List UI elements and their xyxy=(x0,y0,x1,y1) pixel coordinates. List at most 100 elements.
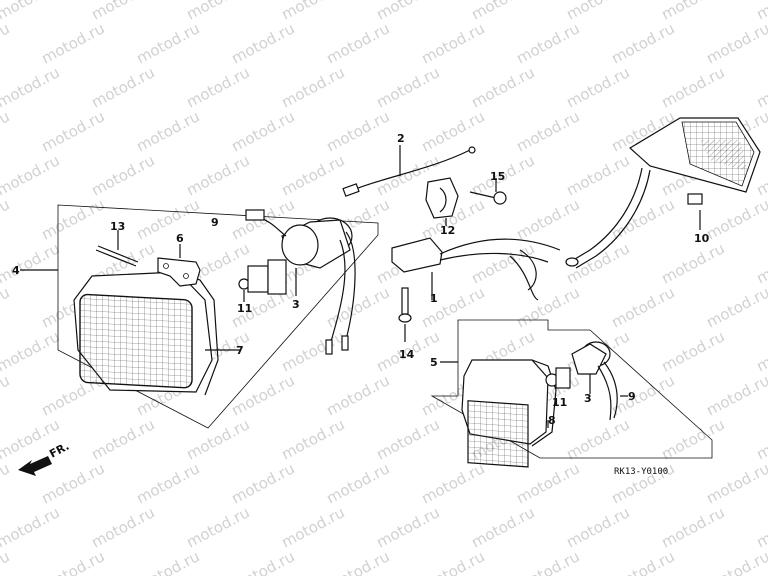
watermark-text: motod.ru xyxy=(278,63,347,111)
watermark-text: motod.ru xyxy=(703,371,768,419)
watermark-text: motod.ru xyxy=(513,107,582,155)
cable-drawing xyxy=(342,145,476,197)
watermark-text: motod.ru xyxy=(418,107,487,155)
watermark-text: motod.ru xyxy=(608,195,677,243)
watermark-text: motod.ru xyxy=(658,327,727,375)
watermark-text: motod.ru xyxy=(418,547,487,576)
clamp-drawing xyxy=(425,177,459,226)
watermark-text: motod.ru xyxy=(228,459,297,507)
watermark-text: motod.ru xyxy=(133,19,202,67)
watermark-text: motod.ru xyxy=(323,283,392,331)
watermark-text: motod.ru xyxy=(0,239,63,287)
watermark-text: motod.ru xyxy=(88,503,157,551)
watermark-text: motod.ru xyxy=(0,151,63,199)
callout-11a: 11 xyxy=(237,302,252,315)
bracket-drawing xyxy=(157,244,201,287)
watermark-text: motod.ru xyxy=(183,503,252,551)
watermark-text: motod.ru xyxy=(0,63,63,111)
watermark-text: motod.ru xyxy=(0,503,63,551)
front-direction-arrow xyxy=(18,456,52,476)
watermark-text: motod.ru xyxy=(418,459,487,507)
watermark-text: motod.ru xyxy=(323,459,392,507)
watermark-text: motod.ru xyxy=(753,415,768,463)
watermark-text: motod.ru xyxy=(0,0,63,24)
watermark-text: motod.ru xyxy=(0,459,13,507)
watermark-text: motod.ru xyxy=(228,371,297,419)
callout-10: 10 xyxy=(694,232,710,245)
callout-12: 12 xyxy=(440,224,455,237)
watermark-text: motod.ru xyxy=(38,547,107,576)
watermark-text: motod.ru xyxy=(703,195,768,243)
watermark-text: motod.ru xyxy=(468,63,537,111)
watermark-text: motod.ru xyxy=(703,19,768,67)
callout-2: 2 xyxy=(397,132,405,145)
callout-6: 6 xyxy=(176,232,184,245)
watermark-text: motod.ru xyxy=(323,19,392,67)
watermark-text: motod.ru xyxy=(323,547,392,576)
watermark-text: motod.ru xyxy=(513,547,582,576)
watermark-text: motod.ru xyxy=(608,371,677,419)
watermark-text: motod.ru xyxy=(0,283,13,331)
watermark-text: motod.ru xyxy=(278,151,347,199)
watermark-text: motod.ru xyxy=(228,19,297,67)
callout-4: 4 xyxy=(12,264,20,277)
watermark-text: motod.ru xyxy=(88,415,157,463)
callout-3b: 3 xyxy=(584,392,592,405)
watermark-text: motod.ru xyxy=(513,19,582,67)
callout-5: 5 xyxy=(430,356,438,369)
watermark-text: motod.ru xyxy=(323,371,392,419)
front-label: FR. xyxy=(47,440,71,461)
connector-drawing xyxy=(391,237,561,301)
watermark-text: motod.ru xyxy=(658,239,727,287)
watermark-text: motod.ru xyxy=(373,63,442,111)
watermark-text: motod.ru xyxy=(0,107,13,155)
callout-1: 1 xyxy=(430,292,438,305)
watermark-text: motod.ru xyxy=(278,415,347,463)
watermark-text: motod.ru xyxy=(563,151,632,199)
watermark-text: motod.ru xyxy=(183,415,252,463)
callout-14: 14 xyxy=(399,348,415,361)
callout-11b: 11 xyxy=(552,396,567,409)
callout-9b: 9 xyxy=(628,390,636,403)
watermark-text: motod.ru xyxy=(373,415,442,463)
callout-7: 7 xyxy=(236,344,244,357)
watermark-text: motod.ru xyxy=(468,503,537,551)
watermark-text: motod.ru xyxy=(703,547,768,576)
watermark-text: motod.ru xyxy=(418,19,487,67)
watermark-text: motod.ru xyxy=(133,107,202,155)
callout-3a: 3 xyxy=(292,298,300,311)
watermark-text: motod.ru xyxy=(703,459,768,507)
watermark-text: motod.ru xyxy=(0,19,13,67)
watermark-text: motod.ru xyxy=(183,151,252,199)
watermark-text: motod.ru xyxy=(0,547,13,576)
watermark-text: motod.ru xyxy=(373,503,442,551)
socket-drawing xyxy=(245,209,356,355)
callout-8: 8 xyxy=(548,414,556,427)
watermark-text: motod.ru xyxy=(563,415,632,463)
watermark-text: motod.ru xyxy=(133,547,202,576)
watermark-text: motod.ru xyxy=(0,371,13,419)
watermark-text: motod.ru xyxy=(753,239,768,287)
watermark-text: motod.ru xyxy=(38,19,107,67)
headlight-unit-drawing xyxy=(73,271,240,396)
bolt-drawing xyxy=(469,178,507,205)
watermark-text: motod.ru xyxy=(608,19,677,67)
watermark-text: motod.ru xyxy=(38,459,107,507)
watermark-text: motod.ru xyxy=(753,327,768,375)
watermark-text: motod.ru xyxy=(133,459,202,507)
watermark-text: motod.ru xyxy=(658,63,727,111)
watermark-text: motod.ru xyxy=(0,195,13,243)
watermark-text: motod.ru xyxy=(88,63,157,111)
watermark-text: motod.ru xyxy=(513,195,582,243)
watermark-text: motod.ru xyxy=(658,503,727,551)
watermark-text: motod.ru xyxy=(563,63,632,111)
watermark-text: motod.ru xyxy=(418,283,487,331)
bulb-drawing xyxy=(238,259,287,302)
watermark-text: motod.ru xyxy=(228,547,297,576)
watermark-text: motod.ru xyxy=(183,63,252,111)
callout-13: 13 xyxy=(110,220,125,233)
watermark-text: motod.ru xyxy=(753,0,768,24)
watermark-text: motod.ru xyxy=(608,547,677,576)
watermark-text: motod.ru xyxy=(38,107,107,155)
